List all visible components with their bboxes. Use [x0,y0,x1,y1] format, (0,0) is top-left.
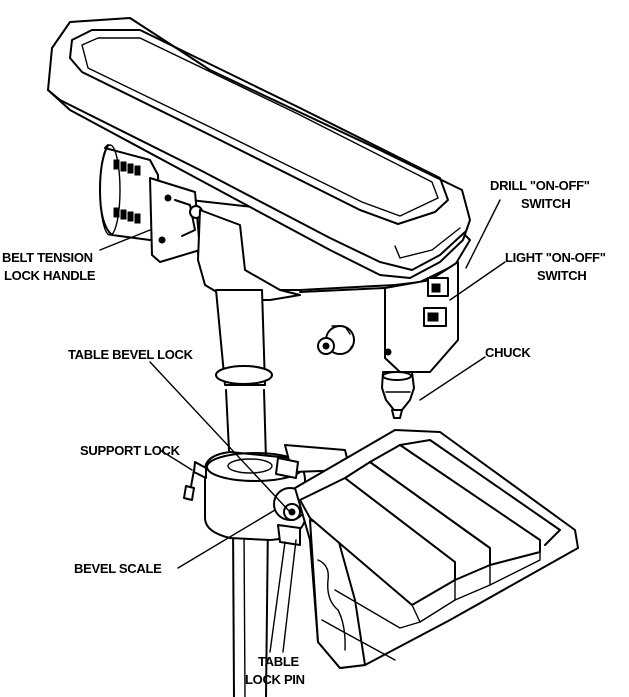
head-casting [197,209,459,373]
label-bevel-scale: BEVEL SCALE [74,561,162,576]
leader-belt-tension [99,229,151,251]
column [215,289,273,697]
leader-support-lock [159,449,193,471]
drill-head [47,17,471,291]
leader-table-lock-pin-2 [282,539,297,653]
label-drill-switch-2: SWITCH [521,196,570,211]
leader-drill-switch [465,199,501,269]
label-belt-tension-1: BELT TENSION [2,250,93,265]
table [294,429,579,669]
label-belt-tension-2: LOCK HANDLE [4,268,96,283]
label-light-switch-2: SWITCH [537,268,586,283]
label-table-bevel-lock: TABLE BEVEL LOCK [68,347,194,362]
chuck [381,371,415,419]
leader-table-lock-pin-1 [269,541,286,653]
table-support [183,444,351,546]
motor [99,144,203,263]
label-support-lock: SUPPORT LOCK [80,443,181,458]
label-table-lock-pin-1: TABLE [258,654,299,669]
leader-table-bevel-lock [149,361,291,513]
leader-light-switch [449,261,506,301]
label-chuck: CHUCK [485,345,531,360]
label-table-lock-pin-2: LOCK PIN [245,672,305,687]
leader-lines [99,199,506,653]
leader-bevel-scale [177,509,276,569]
label-light-switch-1: LIGHT "ON-OFF" [505,250,606,265]
leader-chuck [419,356,486,401]
label-drill-switch-1: DRILL "ON-OFF" [490,178,590,193]
callout-labels: DRILL "ON-OFF" SWITCH LIGHT "ON-OFF" SWI… [2,178,606,687]
